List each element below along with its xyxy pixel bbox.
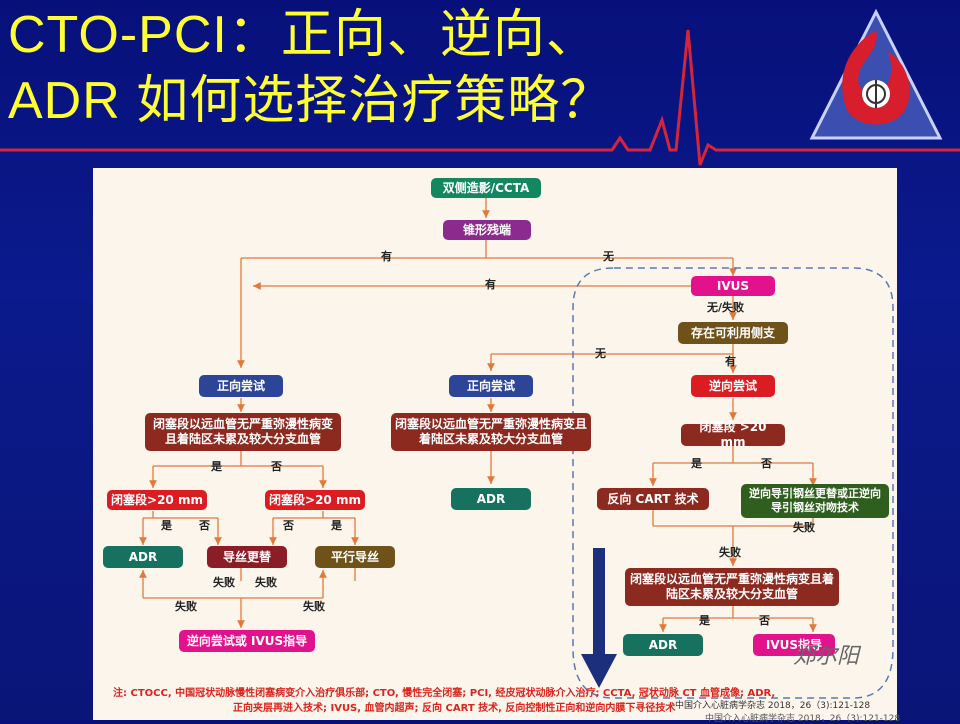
middle-forward-attempt-node: 正向尝试 [449, 375, 533, 397]
left-forward-attempt-node: 正向尝试 [199, 375, 283, 397]
right-label-fail2: 失败 [719, 546, 741, 559]
left-label-no-b: 否 [283, 519, 294, 532]
middle-adr-node: ADR [451, 488, 531, 510]
footnote: 注: CTOCC, 中国冠状动脉慢性闭塞病变介入治疗俱乐部; CTO, 慢性完全… [113, 686, 893, 716]
citation-line1: 中国介入心脏病学杂志 2018，26（3):121-128 [675, 701, 871, 711]
slide-title-line2: ADR 如何选择治疗策略？ [8, 72, 614, 130]
left-label-fail1: 失败 [213, 576, 235, 589]
right-label-fail1: 失败 [793, 521, 815, 534]
retrograde-attempt-node: 逆向尝试 [691, 375, 775, 397]
handwritten-signature: 郑尔阳 [793, 644, 860, 669]
ivus-node: IVUS [691, 276, 775, 296]
flowchart-connectors [139, 198, 894, 699]
wire-change-node: 导丝更替 [207, 546, 287, 568]
ivus-guide-node: IVUS指导 [753, 634, 835, 656]
side-branch-node: 存在可利用侧支 [678, 322, 788, 344]
label-yes: 有 [381, 250, 392, 263]
left-final-node: 逆向尝试或 IVUS指导 [179, 630, 315, 652]
middle-criteria-node: 闭塞段以远血管无严重弥漫性病变且着陆区未累及较大分支血管 [391, 413, 591, 451]
label-yes3: 有 [725, 355, 736, 368]
kissing-wire-node: 逆向导引钢丝更替或正逆向导引钢丝对吻技术 [741, 484, 889, 518]
slide-title: CTO-PCI：正向、逆向、 ADR 如何选择治疗策略？ [8, 2, 613, 134]
citation-line2: 中国介入心脏病学杂志 2018，26（3):121-128 [705, 714, 901, 724]
left-label-yes-a: 是 [161, 519, 172, 532]
right-label-no2: 否 [759, 614, 770, 627]
reverse-cart-node: 反向 CART 技术 [597, 488, 709, 510]
right-length-node: 闭塞段 >20 mm [681, 420, 785, 449]
left-label-fail3: 失败 [175, 600, 197, 613]
label-ivus-result: 无/失败 [707, 301, 745, 314]
slide-title-line1: CTO-PCI：正向、逆向、 [8, 6, 599, 64]
left-label-fail2: 失败 [255, 576, 277, 589]
right-label-yes2: 是 [699, 614, 710, 627]
hospital-logo [809, 8, 943, 140]
right-label-yes: 是 [691, 457, 702, 470]
label-no2: 无 [595, 347, 606, 360]
footnote-line1: 注: CTOCC, 中国冠状动脉慢性闭塞病变介入治疗俱乐部; CTO, 慢性完全… [113, 688, 776, 699]
footnote-line2: 正向夹层再进入技术; IVUS, 血管内超声; 反向 CART 技术, 反向控制… [233, 703, 676, 714]
right-adr-node: ADR [623, 634, 703, 656]
left-length-node-a: 闭塞段>20 mm [107, 490, 207, 510]
parallel-wire-node: 平行导丝 [315, 546, 395, 568]
left-criteria-node: 闭塞段以远血管无严重弥漫性病变且着陆区未累及较大分支血管 [145, 413, 341, 451]
left-label-fail4: 失败 [303, 600, 325, 613]
left-length-node-b: 闭塞段>20 mm [265, 490, 365, 510]
left-label-no-a: 否 [199, 519, 210, 532]
ecg-line-graphic [0, 29, 960, 166]
left-label-no: 否 [271, 460, 282, 473]
left-adr-node: ADR [103, 546, 183, 568]
left-label-yes: 是 [211, 460, 222, 473]
label-no: 无 [603, 250, 614, 263]
right-criteria-node: 闭塞段以远血管无严重弥漫性病变且着陆区未累及较大分支血管 [625, 568, 839, 606]
flowchart-figure: 双侧造影/CCTA 锥形残端 有 无 有 IVUS 无/失败 存在可利用侧支 无… [93, 168, 900, 724]
left-label-yes-b: 是 [331, 519, 342, 532]
label-yes2: 有 [485, 278, 496, 291]
right-label-no: 否 [761, 457, 772, 470]
start-node: 双侧造影/CCTA [431, 178, 541, 198]
stump-node: 锥形残端 [443, 220, 531, 240]
